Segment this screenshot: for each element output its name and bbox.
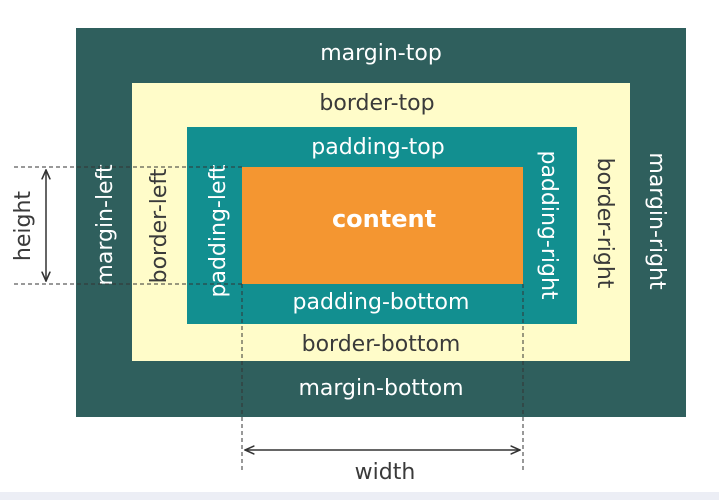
margin-bottom-label: margin-bottom <box>298 376 464 401</box>
margin-right-label: margin-right <box>644 152 669 290</box>
content-area <box>242 167 523 284</box>
padding-top-label: padding-top <box>311 135 445 160</box>
border-bottom-label: border-bottom <box>301 332 461 357</box>
padding-bottom-label: padding-bottom <box>292 290 470 315</box>
border-left-label: border-left <box>147 168 172 284</box>
width-label: width <box>354 460 416 485</box>
content-label: content <box>331 205 437 233</box>
border-top-label: border-top <box>319 91 435 116</box>
bottom-strip <box>0 492 719 500</box>
border-right-label: border-right <box>592 157 617 289</box>
padding-left-label: padding-left <box>206 164 231 298</box>
padding-right-label: padding-right <box>536 150 561 300</box>
margin-top-label: margin-top <box>320 41 442 66</box>
margin-left-label: margin-left <box>93 164 118 286</box>
height-label: height <box>11 190 36 262</box>
